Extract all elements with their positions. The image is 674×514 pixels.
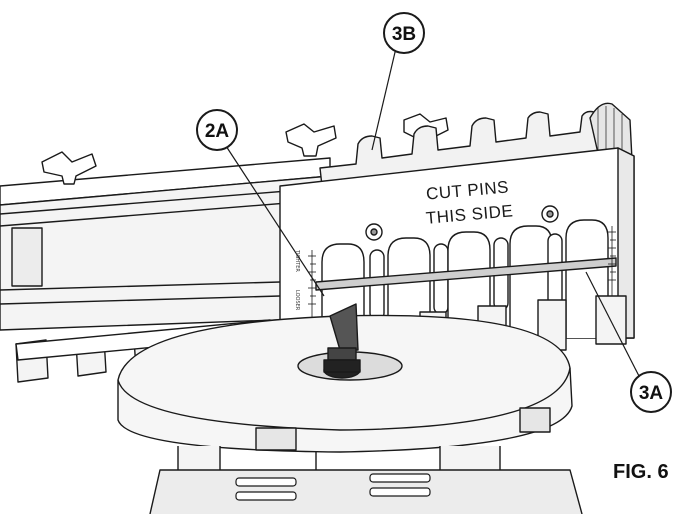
- wing-knob-middle: [285, 123, 337, 157]
- leader-lines: [225, 47, 641, 379]
- router-bit: [323, 303, 361, 379]
- callout-2a-label: 2A: [205, 121, 230, 142]
- scale-label-tighter: TIGHTER: [294, 249, 300, 272]
- callout-3a: [630, 371, 672, 413]
- callout-3b-label: 3B: [392, 24, 416, 45]
- scale-label-looser: LOOSER: [294, 290, 300, 311]
- callout-3a-label: 3A: [639, 383, 664, 404]
- side-rail: [0, 157, 331, 331]
- callout-3b: [383, 12, 425, 54]
- pedestal: [149, 446, 583, 514]
- scale-drum: [589, 102, 633, 163]
- callout-2a: [196, 109, 238, 151]
- comb-template: [319, 110, 607, 187]
- guide-rod: [315, 257, 617, 291]
- base-disc: [117, 314, 573, 453]
- figure-label: FIG. 6: [613, 461, 669, 483]
- wing-knob-left: [41, 151, 97, 185]
